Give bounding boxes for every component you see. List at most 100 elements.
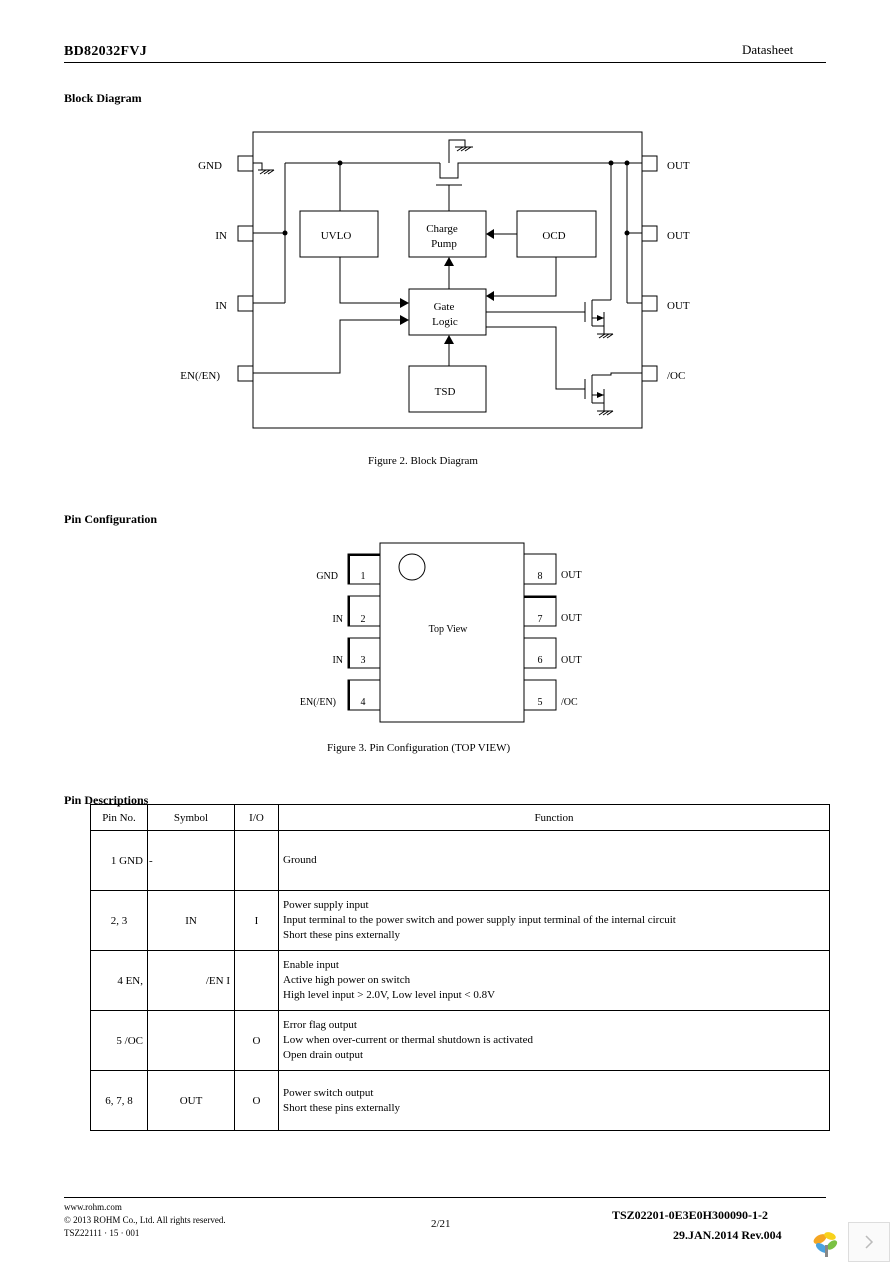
pin-square-out-2 <box>641 225 658 242</box>
function-line: Power switch output <box>283 1086 374 1099</box>
footer-doc-number: TSZ02201-0E3E0H300090-1-2 <box>612 1208 769 1222</box>
bd-label-out-2: OUT <box>667 230 690 242</box>
table-row: 5 /OC O Error flag output Low when over-… <box>90 1010 830 1071</box>
pc-left-name-4: EN(/EN) <box>300 697 336 708</box>
function-line: Low when over-current or thermal shutdow… <box>283 1034 533 1046</box>
pc-right-num-8: 8 <box>538 571 543 582</box>
pc-left-num-1: 1 <box>361 571 366 582</box>
charge-pump-label-1: Charge <box>426 223 458 235</box>
footer-doc-code: TSZ22111 · 15 · 001 <box>64 1228 140 1238</box>
pc-right-num-6: 6 <box>538 655 543 666</box>
pc-left-name-1: GND <box>316 571 338 582</box>
pc-left-name-3: IN <box>332 655 343 666</box>
gate-logic-label-2: Logic <box>432 316 458 328</box>
function-line: Input terminal to the power switch and p… <box>283 914 676 926</box>
pin-config-diagram: GND IN IN EN(/EN) 1 2 3 4 8 7 6 5 OUT OU… <box>300 542 582 723</box>
function-line: Error flag output <box>283 1019 357 1031</box>
footer-rule <box>64 1197 826 1198</box>
charge-pump-label-2: Pump <box>431 238 457 250</box>
part-number: BD82032FVJ <box>64 44 148 59</box>
cell-function: Ground <box>278 830 830 891</box>
gate-logic-label-1: Gate <box>434 301 455 313</box>
function-line: Open drain output <box>283 1049 364 1061</box>
pin-square-out-3 <box>641 295 658 312</box>
header-function: Function <box>278 804 830 831</box>
table-header-row: Pin No. Symbol I/O Function <box>90 804 830 831</box>
doc-type: Datasheet <box>742 42 794 57</box>
pin-square-out-1 <box>641 155 658 172</box>
table-row: 4 EN, /EN I Enable input Active high pow… <box>90 950 830 1011</box>
pc-right-name-7: OUT <box>561 613 582 624</box>
cell-symbol: OUT <box>147 1070 235 1131</box>
footer-date-rev: 29.JAN.2014 Rev.004 <box>673 1228 782 1242</box>
function-line: High level input > 2.0V, Low level input… <box>283 989 496 1001</box>
table-row: 1 GND - Ground <box>90 830 830 891</box>
pc-left-num-4: 4 <box>361 697 366 708</box>
pc-right-name-8: OUT <box>561 570 582 581</box>
cell-symbol: - <box>147 830 235 891</box>
block-diagram-caption: Figure 2. Block Diagram <box>368 455 478 467</box>
footer-website[interactable]: www.rohm.com <box>64 1202 122 1212</box>
footer-copyright: © 2013 ROHM Co., Ltd. All rights reserve… <box>64 1215 226 1225</box>
cell-io: I <box>234 890 279 951</box>
cell-function: Power switch output Short these pins ext… <box>278 1070 830 1131</box>
pc-right-name-6: OUT <box>561 655 582 666</box>
uvlo-label: UVLO <box>321 230 352 242</box>
pin-config-title: Pin Configuration <box>64 512 158 526</box>
pin-config-caption: Figure 3. Pin Configuration (TOP VIEW) <box>327 742 511 754</box>
bd-label-gnd: GND <box>198 160 222 172</box>
cell-io <box>234 950 279 1011</box>
header-io: I/O <box>234 804 279 831</box>
cell-io: O <box>234 1070 279 1131</box>
pc-left-name-2: IN <box>332 614 343 625</box>
cell-function: Power supply input Input terminal to the… <box>278 890 830 951</box>
pin-square-in-2 <box>237 295 254 312</box>
cell-pin: 2, 3 <box>90 890 148 951</box>
bd-label-in-2: IN <box>215 300 227 312</box>
ocd-label: OCD <box>542 230 565 242</box>
cell-symbol: /EN I <box>147 950 235 1011</box>
bd-label-out-3: OUT <box>667 300 690 312</box>
pc-left-num-2: 2 <box>361 614 366 625</box>
table-row: 2, 3 IN I Power supply input Input termi… <box>90 890 830 951</box>
block-diagram-title: Block Diagram <box>64 91 142 105</box>
function-line: Active high power on switch <box>283 974 411 986</box>
package-body <box>379 542 525 723</box>
function-line: Power supply input <box>283 899 369 911</box>
cell-io <box>234 830 279 891</box>
cell-pin: 1 GND <box>90 830 148 891</box>
tsd-label: TSD <box>435 386 456 398</box>
viewer-logo-icon <box>806 1223 846 1263</box>
cell-symbol <box>147 1010 235 1071</box>
next-page-button[interactable] <box>848 1222 890 1262</box>
header-rule <box>64 62 826 63</box>
pin-square-en <box>237 365 254 382</box>
table-row: 6, 7, 8 OUT O Power switch output Short … <box>90 1070 830 1131</box>
tsd-block <box>408 365 487 413</box>
cell-pin: 6, 7, 8 <box>90 1070 148 1131</box>
bd-label-out-1: OUT <box>667 160 690 172</box>
pin-square-gnd <box>237 155 254 172</box>
chevron-right-icon <box>865 1235 874 1249</box>
function-line: Enable input <box>283 959 339 971</box>
uvlo-block <box>299 210 379 258</box>
footer-page-number: 2/21 <box>431 1218 451 1230</box>
chip-outline <box>252 131 643 429</box>
header-pin-no: Pin No. <box>90 804 148 831</box>
bd-label-oc: /OC <box>667 370 685 382</box>
cell-symbol: IN <box>147 890 235 951</box>
pc-right-num-5: 5 <box>538 697 543 708</box>
cell-function: Error flag output Low when over-current … <box>278 1010 830 1071</box>
pin-square-oc <box>641 365 658 382</box>
pin-descriptions-table: Pin No. Symbol I/O Function 1 GND - Grou… <box>90 804 830 1131</box>
header-symbol: Symbol <box>147 804 235 831</box>
cell-pin: 5 /OC <box>90 1010 148 1071</box>
cell-io: O <box>234 1010 279 1071</box>
pin-desc-title: Pin Descriptions <box>64 793 149 807</box>
function-line: Ground <box>283 854 317 866</box>
pc-right-num-7: 7 <box>538 614 543 625</box>
top-view-label: Top View <box>429 624 469 635</box>
function-line: Short these pins externally <box>283 1101 401 1114</box>
block-diagram: GND IN IN EN(/EN) OUT OUT OUT /OC UVLO C… <box>180 131 690 429</box>
bd-label-en: EN(/EN) <box>180 370 220 382</box>
